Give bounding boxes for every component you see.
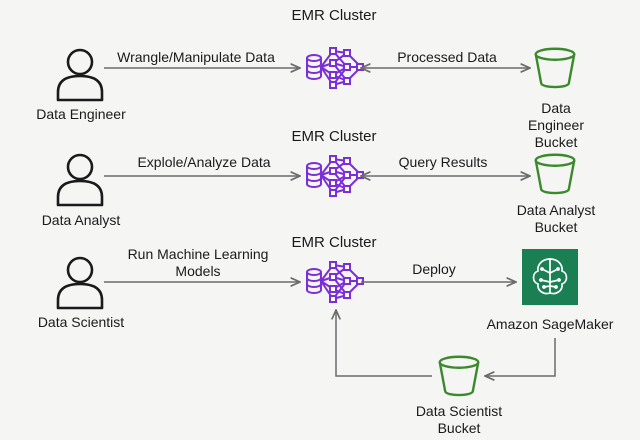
edge-label-deploy: Deploy	[412, 261, 456, 277]
bucket-label: Data Scientist Bucket	[415, 403, 503, 436]
arrow-bucket-to-emr	[336, 310, 432, 377]
emr-cluster-icon	[306, 261, 364, 303]
emr-cluster-icon	[306, 155, 364, 197]
s3-bucket-icon	[534, 47, 576, 89]
persona-label: Data Analyst	[41, 212, 121, 228]
persona-label: Data Engineer	[36, 106, 126, 122]
s3-bucket-icon	[534, 153, 576, 195]
edge-label-wrangle: Wrangle/Manipulate Data	[117, 49, 275, 65]
bucket-label: Data Analyst Bucket	[516, 202, 596, 235]
sagemaker-label: Amazon SageMaker	[486, 316, 614, 332]
edge-label-query: Query Results	[398, 154, 488, 170]
s3-bucket-icon	[438, 355, 480, 397]
data-scientist-user-icon	[56, 256, 104, 310]
persona-label: Data Scientist	[37, 314, 125, 330]
edge-label-run-ml: Run Machine Learning Models	[127, 246, 269, 279]
emr-cluster-icon	[306, 47, 364, 89]
data-analyst-user-icon	[56, 153, 104, 207]
emr-cluster-label: EMR Cluster	[291, 7, 377, 24]
emr-cluster-label: EMR Cluster	[291, 234, 377, 251]
arrow-sagemaker-to-bucket	[485, 338, 556, 376]
sagemaker-icon	[522, 249, 578, 305]
bucket-label: Data Engineer Bucket	[527, 100, 585, 150]
edge-label-processed: Processed Data	[397, 49, 497, 65]
edge-label-explore: Explole/Analyze Data	[137, 154, 271, 170]
emr-cluster-label: EMR Cluster	[291, 128, 377, 145]
data-engineer-user-icon	[56, 48, 104, 102]
